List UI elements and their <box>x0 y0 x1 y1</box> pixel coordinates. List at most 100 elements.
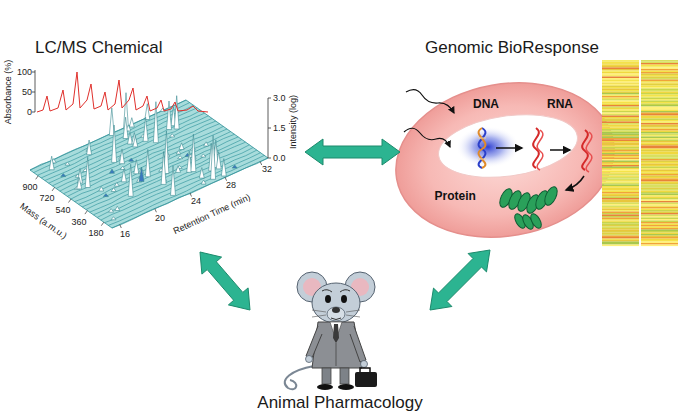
heatmap-row <box>641 62 678 64</box>
heatmap-row <box>602 146 639 148</box>
surface-ridge <box>75 132 231 202</box>
axis-label: 1.5 <box>273 123 286 133</box>
axis-label: 100 <box>17 67 32 77</box>
heatmap-row <box>602 188 639 190</box>
heatmap-row <box>602 165 639 167</box>
cell <box>550 149 570 151</box>
heatmap-row <box>602 156 639 158</box>
cell <box>404 128 450 147</box>
heatmap-row <box>641 207 678 209</box>
heatmap-row <box>602 99 639 101</box>
heatmap-row <box>641 117 678 119</box>
heatmap-row <box>641 99 678 101</box>
ms-peak <box>178 156 183 159</box>
heatmap-row <box>602 243 639 245</box>
ms-peak <box>204 142 209 146</box>
heatmap-row <box>602 122 639 124</box>
ms-peak <box>115 206 120 210</box>
mouse-figure <box>306 326 322 358</box>
panel-title: Animal Pharmacology <box>257 393 422 413</box>
heatmap-row <box>602 129 639 131</box>
surface-ridge <box>49 113 205 183</box>
ms-peak <box>201 180 206 184</box>
ms-peak <box>61 174 66 177</box>
heatmap-row <box>602 207 639 209</box>
heatmap-row <box>641 231 678 233</box>
heatmap-row <box>641 224 678 226</box>
mouse-figure <box>341 295 347 303</box>
heatmap-row <box>602 219 639 221</box>
heatmap-row <box>602 198 639 200</box>
heatmap-row <box>641 228 678 230</box>
heatmap-row <box>602 183 639 185</box>
heatmap-row <box>641 66 678 68</box>
heatmap-row <box>602 168 639 170</box>
heatmap-row <box>641 183 678 185</box>
heatmap-row <box>641 198 678 200</box>
ms-peak <box>99 187 104 192</box>
heatmap-row <box>602 108 639 110</box>
heatmap-row <box>602 171 639 173</box>
cell <box>586 132 592 172</box>
surface-ridge <box>34 103 190 173</box>
heatmap-row <box>641 129 678 131</box>
axis-label: Retention Time (min) <box>172 192 252 236</box>
absorbance-axis <box>32 72 35 73</box>
heatmap-row <box>602 78 639 80</box>
heatmap-row <box>641 173 678 175</box>
heatmap-row <box>641 195 678 197</box>
heatmap-row <box>641 191 678 193</box>
axis-tick <box>120 225 122 229</box>
heatmap-row <box>602 201 639 203</box>
heatmap-row <box>602 161 639 163</box>
axis-label: 0.0 <box>273 153 286 163</box>
axis-tick <box>52 187 55 191</box>
heatmap-row <box>602 192 639 194</box>
ms-peak <box>139 167 144 181</box>
heatmap-row <box>641 84 678 86</box>
ms-peak <box>111 188 116 192</box>
heatmap-row <box>602 197 639 199</box>
intensity-axis <box>268 98 271 158</box>
ms-peak <box>201 154 206 157</box>
heatmap-row <box>602 123 639 125</box>
cell <box>497 185 560 231</box>
heatmap-row <box>602 135 639 137</box>
heatmap-row <box>641 146 678 148</box>
cell <box>383 66 626 254</box>
heatmap-row <box>641 134 678 136</box>
cell <box>479 128 486 168</box>
heatmap-row <box>602 138 639 140</box>
heatmap-row <box>602 149 639 151</box>
ms-peak <box>123 117 128 138</box>
ms-peak <box>179 143 184 150</box>
heatmap-row <box>641 125 678 127</box>
heatmap-row <box>602 83 639 85</box>
heatmap-row <box>641 128 678 130</box>
surface-ridge <box>60 121 216 191</box>
heatmap-row <box>641 105 678 107</box>
mouse-figure <box>317 384 333 390</box>
cell <box>542 185 560 207</box>
mouse-figure <box>360 368 370 372</box>
axis-label: 3.0 <box>273 93 286 103</box>
heatmap-row <box>602 111 639 113</box>
heatmap-row <box>641 135 678 137</box>
heatmap-row <box>641 213 678 215</box>
ms-peak <box>87 140 92 155</box>
heatmap-row <box>641 185 678 187</box>
heatmap-row <box>641 101 678 103</box>
ms-peak <box>103 194 108 197</box>
heatmap-row <box>641 96 678 98</box>
mouse-figure <box>312 310 360 317</box>
heatmap-row <box>641 216 678 218</box>
mouse-figure <box>285 366 314 389</box>
heatmap-row <box>641 104 678 106</box>
heatmap-row <box>641 114 678 116</box>
ms-peak <box>133 136 138 147</box>
ms-peak <box>65 162 70 165</box>
heatmap-row <box>602 203 639 205</box>
ms-peak <box>221 159 226 176</box>
heatmap-row <box>602 69 639 71</box>
axis-label: 0 <box>27 107 32 117</box>
